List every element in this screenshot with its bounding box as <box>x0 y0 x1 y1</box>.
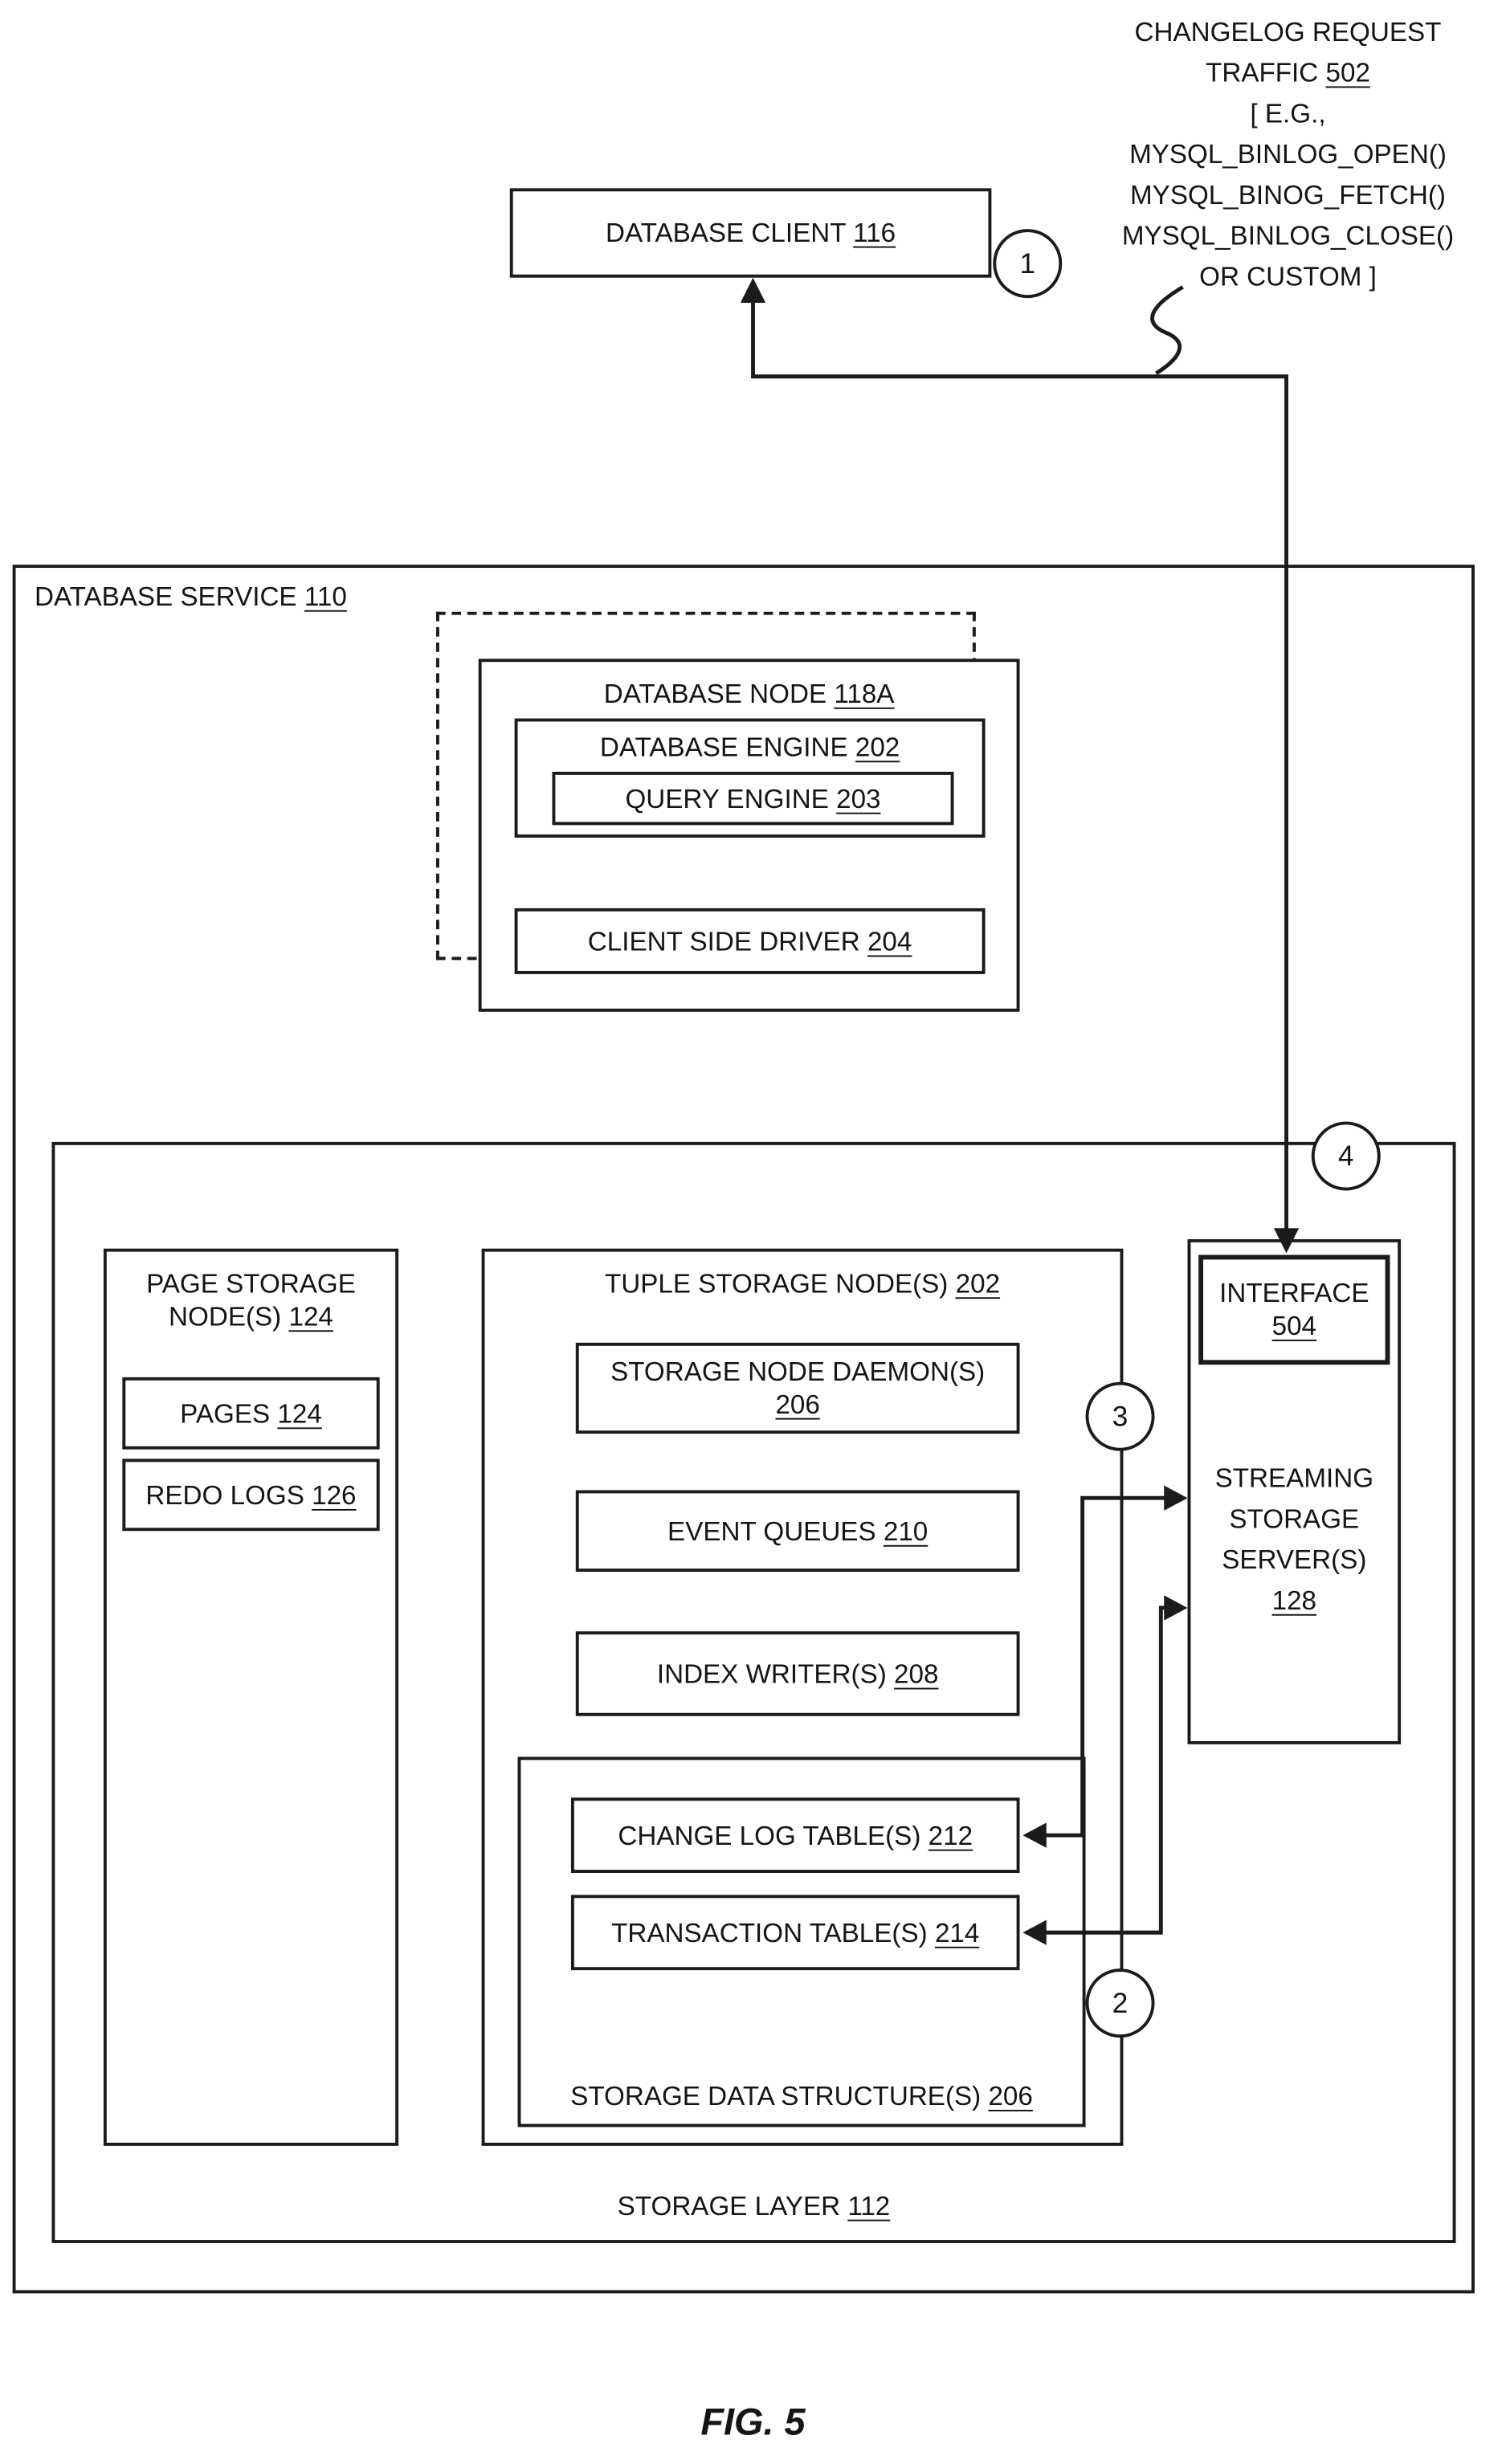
label-ref: 214 <box>934 1917 980 1948</box>
redo-logs-box: REDO LOGS 126 <box>122 1458 380 1532</box>
label-text: INDEX WRITER(S) <box>656 1658 887 1689</box>
label-ref: 502 <box>1325 58 1370 88</box>
label-ref: 118A <box>834 679 895 709</box>
label-ref: 110 <box>304 581 347 612</box>
label-text: REDO LOGS <box>145 1479 304 1510</box>
label-ref: 112 <box>847 2191 891 2221</box>
label-text: QUERY ENGINE <box>625 783 829 814</box>
callout-line: OR CUSTOM ] <box>1199 262 1377 292</box>
transaction-tables-label: TRANSACTION TABLE(S) 214 <box>611 1916 979 1949</box>
label-ref: 126 <box>312 1479 357 1510</box>
label-ref: 202 <box>955 1269 1001 1299</box>
label-text: DATABASE SERVICE <box>34 581 297 612</box>
label-ref: 124 <box>288 1302 333 1332</box>
database-client-box: DATABASE CLIENT 116 <box>509 188 992 278</box>
callout-line: TRAFFIC 502 <box>1071 53 1504 94</box>
label-text: STREAMING STORAGE SERVER(S) <box>1214 1463 1374 1575</box>
label-text: TUPLE STORAGE NODE(S) <box>604 1269 949 1299</box>
label-ref: 206 <box>775 1389 820 1420</box>
callout-line: MYSQL_BINOG_FETCH() <box>1130 180 1446 210</box>
label-ref: 504 <box>1271 1311 1317 1341</box>
callout-line: CHANGELOG REQUEST <box>1134 17 1442 47</box>
label-text: TRANSACTION TABLE(S) <box>611 1917 928 1948</box>
change-log-tables-label: CHANGE LOG TABLE(S) 212 <box>618 1819 973 1852</box>
change-log-tables-box: CHANGE LOG TABLE(S) 212 <box>570 1797 1020 1874</box>
interface-label: INTERFACE 504 <box>1219 1277 1369 1343</box>
figure-caption: FIG. 5 <box>700 2401 806 2444</box>
marker-4-circle: 4 <box>1311 1121 1381 1191</box>
marker-2-circle: 2 <box>1085 1968 1155 2038</box>
redo-logs-label: REDO LOGS 126 <box>145 1479 356 1511</box>
changelog-request-callout: CHANGELOG REQUEST TRAFFIC 502 [ E.G., MY… <box>1071 13 1504 298</box>
label-text: CHANGE LOG TABLE(S) <box>618 1820 921 1850</box>
label-text: DATABASE NODE <box>603 679 827 709</box>
label-ref: 202 <box>855 732 900 763</box>
marker-3-circle: 3 <box>1085 1381 1155 1451</box>
database-service-label: DATABASE SERVICE 110 <box>35 581 347 614</box>
label-ref: 206 <box>988 2081 1033 2111</box>
pages-box: PAGES 124 <box>122 1377 380 1450</box>
marker-1-circle: 1 <box>993 229 1063 299</box>
query-engine-label: QUERY ENGINE 203 <box>625 782 880 815</box>
storage-data-structures-label: STORAGE DATA STRUCTURE(S) 206 <box>518 2080 1086 2113</box>
callout-line: MYSQL_BINLOG_CLOSE() <box>1121 221 1455 251</box>
query-engine-box: QUERY ENGINE 203 <box>552 771 954 826</box>
callout-line: MYSQL_BINLOG_OPEN() <box>1129 139 1447 169</box>
callout-squiggle <box>1150 285 1184 375</box>
label-text: EVENT QUEUES <box>667 1516 876 1546</box>
event-queues-label: EVENT QUEUES 210 <box>667 1515 928 1548</box>
tuple-storage-node-label: TUPLE STORAGE NODE(S) 202 <box>485 1252 1120 1301</box>
label-text: STORAGE LAYER <box>617 2191 841 2221</box>
page-storage-node-label: PAGE STORAGE NODE(S) 124 <box>107 1252 395 1334</box>
interface-box: INTERFACE 504 <box>1198 1254 1390 1365</box>
label-text: STORAGE DATA STRUCTURE(S) <box>570 2081 982 2111</box>
transaction-tables-box: TRANSACTION TABLE(S) 214 <box>570 1895 1020 1971</box>
index-writers-label: INDEX WRITER(S) 208 <box>657 1657 939 1690</box>
label-text: INTERFACE <box>1219 1278 1369 1308</box>
event-queues-box: EVENT QUEUES 210 <box>575 1490 1020 1573</box>
arrow-to-client <box>740 277 766 303</box>
client-side-driver-box: CLIENT SIDE DRIVER 204 <box>514 908 986 974</box>
label-ref: 210 <box>883 1516 928 1546</box>
database-client-label: DATABASE CLIENT 116 <box>606 217 896 250</box>
label-ref: 204 <box>867 926 912 957</box>
label-ref: 212 <box>928 1820 973 1850</box>
label-text: PAGES <box>180 1398 271 1429</box>
label-text: CLIENT SIDE DRIVER <box>587 926 860 957</box>
storage-layer-label: STORAGE LAYER 112 <box>51 2190 1455 2223</box>
callout-line: [ E.G., <box>1250 99 1326 129</box>
label-ref: 208 <box>894 1658 939 1689</box>
label-ref: 116 <box>853 218 896 248</box>
label-ref: 203 <box>836 783 881 814</box>
streaming-storage-label: STREAMING STORAGE SERVER(S) 128 <box>1188 1458 1402 1622</box>
database-engine-label: DATABASE ENGINE 202 <box>518 721 982 764</box>
database-node-label: DATABASE NODE 118A <box>482 662 1017 711</box>
label-text: STORAGE NODE DAEMON(S) <box>610 1356 986 1387</box>
client-side-driver-label: CLIENT SIDE DRIVER 204 <box>588 924 912 957</box>
label-text: TRAFFIC <box>1206 58 1319 88</box>
storage-node-daemon-box: STORAGE NODE DAEMON(S) 206 <box>575 1342 1020 1434</box>
label-text: DATABASE ENGINE <box>599 732 848 763</box>
storage-node-daemon-label: STORAGE NODE DAEMON(S) 206 <box>610 1356 985 1422</box>
pages-label: PAGES 124 <box>180 1397 322 1430</box>
label-text: PAGE STORAGE NODE(S) <box>146 1269 356 1332</box>
index-writers-box: INDEX WRITER(S) 208 <box>575 1631 1020 1716</box>
label-ref: 124 <box>277 1398 322 1429</box>
label-text: DATABASE CLIENT <box>605 218 846 248</box>
label-ref: 128 <box>1271 1585 1317 1616</box>
